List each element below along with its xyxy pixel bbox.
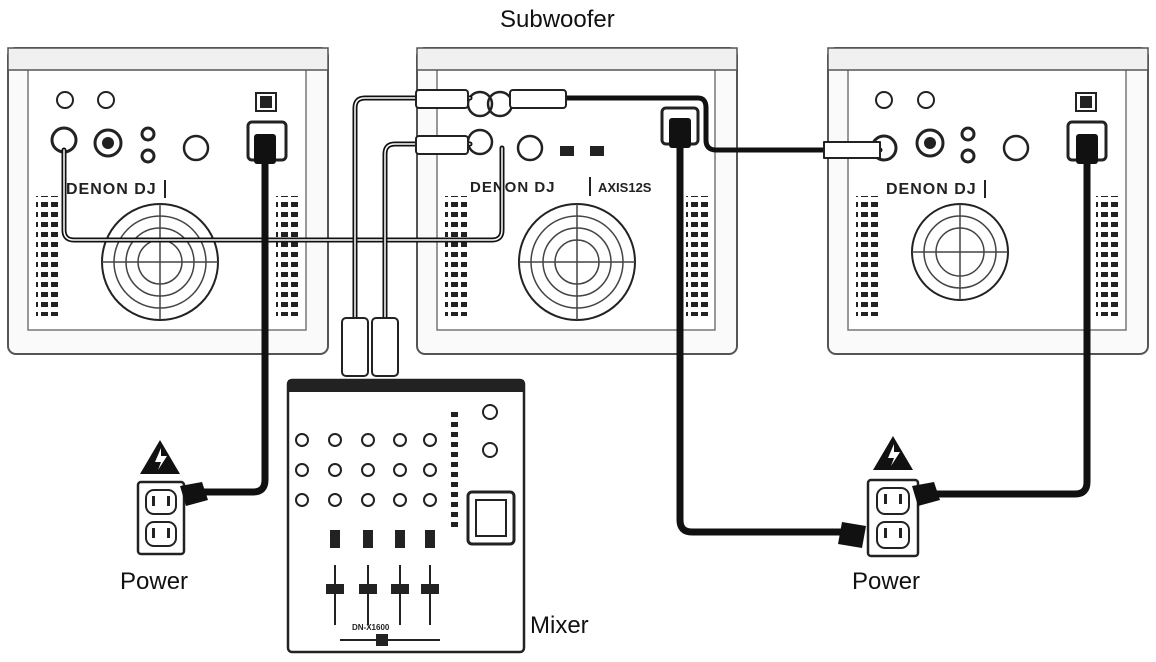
left-power-cord — [196, 146, 269, 496]
power-left-label: Power — [120, 568, 189, 595]
subwoofer-rear-panel: DENON DJ AXIS12S — [416, 47, 738, 355]
mixer-label: Mixer — [530, 612, 589, 639]
sub-power-cord — [676, 131, 854, 536]
subwoofer-logo: DENON DJ — [470, 179, 556, 196]
power-right-label: Power — [852, 568, 921, 595]
mixer-top-panel: DN-X1600 — [286, 378, 526, 654]
right-signal-cable — [517, 95, 883, 153]
right-speaker-logo: DENON DJ — [886, 181, 977, 198]
mixer-model: DN-X1600 — [352, 623, 390, 632]
left-speaker-logo: DENON DJ — [66, 181, 157, 198]
right-power-cord — [921, 146, 1091, 498]
left-speaker-rear-panel: DENON DJ — [7, 47, 329, 355]
right-speaker-rear-panel: DENON DJ — [827, 47, 1149, 355]
subwoofer-label: Subwoofer — [500, 6, 615, 33]
right-wall-outlet-icon — [838, 436, 940, 558]
subwoofer-model: AXIS12S — [598, 180, 652, 195]
left-wall-outlet-icon — [136, 440, 208, 556]
cables — [61, 89, 1098, 536]
